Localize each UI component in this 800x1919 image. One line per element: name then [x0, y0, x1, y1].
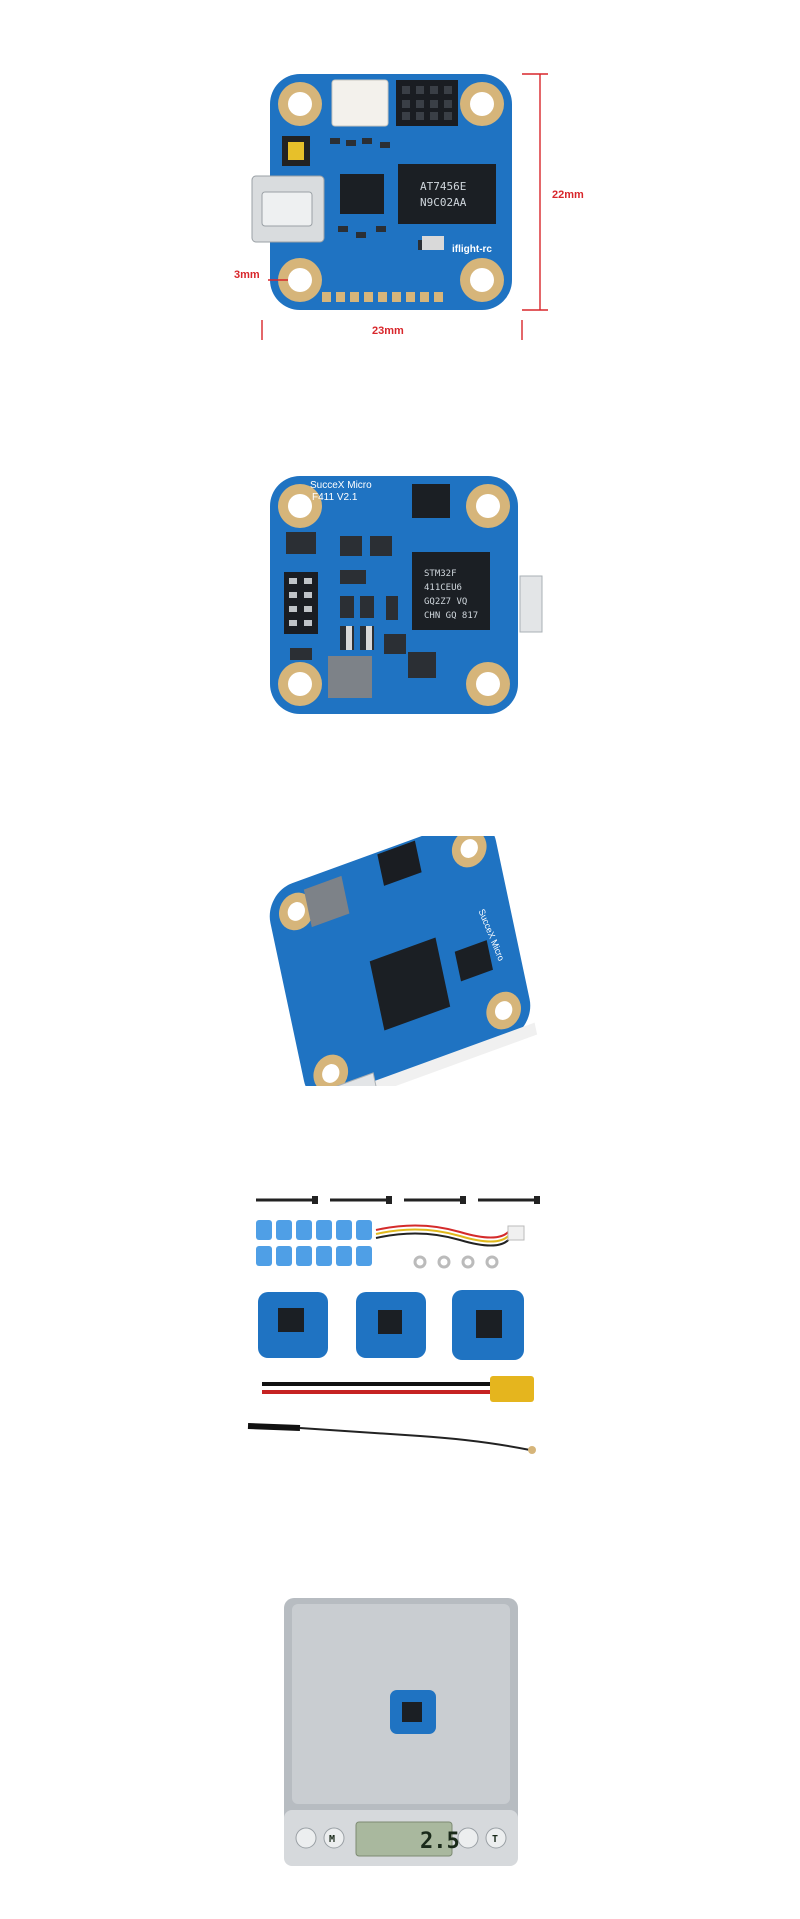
osd-chip-label-2: N9C02AA: [420, 196, 467, 209]
digital-scale: M T 2.5: [284, 1598, 518, 1866]
mcu-label-2: 411CEU6: [424, 583, 462, 593]
scale-reading: 2.5: [420, 1829, 460, 1854]
mcu-label-3: GQ2Z7 VQ: [424, 597, 467, 607]
gyro-chip: [412, 484, 450, 518]
inductor: [303, 875, 350, 928]
scale-mode-label: M: [329, 1834, 335, 1845]
power-lead: [262, 1382, 490, 1394]
gyro-chip: [454, 940, 493, 982]
package-contents: [247, 1196, 540, 1454]
brand-silkscreen: iflight-rc: [452, 244, 492, 255]
usb-port-side: [519, 575, 543, 633]
panel-bottom-view: SucceX Micro F411 V2.1 STM32F 411CEU6 GQ…: [0, 466, 800, 726]
solder-pads: [322, 292, 443, 302]
mcu-chip: [412, 552, 490, 630]
panel-top-view-dimensions: AT7456E N9C02AA iflight-rc 23mm 22mm 3mm: [0, 40, 800, 340]
osd-chip: [398, 164, 496, 224]
board-top-view: AT7456E N9C02AA iflight-rc 23mm 22mm 3mm: [234, 73, 584, 340]
hole-dimension-label: 3mm: [234, 269, 260, 281]
panel-package-contents: [0, 1180, 800, 1500]
scale-tare-label: T: [492, 1834, 498, 1845]
height-dimension-label: 22mm: [552, 189, 584, 201]
pcb-board: [270, 476, 518, 714]
nuts: [413, 1255, 499, 1269]
dimension-lines: [261, 73, 548, 340]
mcu-chip: [369, 937, 451, 1031]
jst-connector: [331, 79, 389, 127]
board-bottom-view: SucceX Micro F411 V2.1 STM32F 411CEU6 GQ…: [270, 476, 543, 714]
inductor: [328, 656, 372, 698]
board-angled-view: SucceX Micro: [269, 836, 538, 1086]
mounting-holes: [278, 484, 510, 706]
scale-buttons: [295, 1827, 507, 1849]
mounting-holes: [278, 82, 504, 302]
mcu-label-4: CHN GQ 817: [424, 611, 478, 621]
mounting-holes: [279, 836, 521, 1086]
wire-harness: [375, 1224, 511, 1247]
mcu-label-1: STM32F: [424, 569, 457, 579]
board-version-silk: F411 V2.1: [312, 492, 358, 503]
panel-weight-scale: M T 2.5: [0, 1590, 800, 1890]
width-dimension-label: 23mm: [372, 325, 404, 337]
panel-angled-view: SucceX Micro: [0, 836, 800, 1086]
osd-chip-label: AT7456E: [420, 180, 466, 193]
crystal: [422, 236, 444, 250]
rubber-grommets: [256, 1220, 372, 1266]
xt30-connector: [490, 1376, 534, 1402]
pcb-board: [270, 74, 512, 310]
scale-lcd: [355, 1821, 453, 1857]
antenna: [247, 1423, 301, 1431]
pin-header: [377, 840, 422, 886]
usb-port: [325, 1072, 379, 1086]
regulator-chip: [340, 174, 384, 214]
board-name-silk: SucceX Micro: [310, 480, 372, 491]
